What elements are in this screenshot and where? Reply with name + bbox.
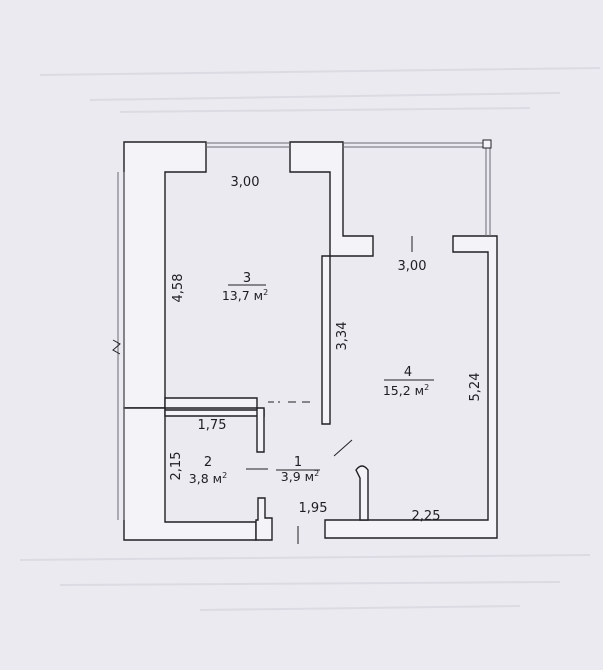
room2-area: 3,8 м2 xyxy=(189,471,227,486)
dim-room4-partition: 3,34 xyxy=(335,322,350,351)
dim-room4-width: 3,00 xyxy=(398,259,427,274)
windows xyxy=(112,139,492,520)
wall-partition-middle xyxy=(321,255,331,425)
dim-room3-length: 4,58 xyxy=(171,274,186,303)
room4-number: 4 xyxy=(404,365,412,380)
dim-room3-width: 3,00 xyxy=(231,175,260,190)
room3-number: 3 xyxy=(243,271,251,286)
door-room4-swing xyxy=(333,439,353,457)
door-markers xyxy=(228,236,434,544)
dim-room4-length: 5,24 xyxy=(468,373,483,402)
dim-room2-length: 2,15 xyxy=(169,452,184,481)
wall-room2-top xyxy=(164,409,265,417)
window-corner-post xyxy=(482,139,492,149)
wall-pier-bottom xyxy=(255,497,273,541)
wall-left xyxy=(123,141,207,409)
wall-right xyxy=(324,235,498,539)
dimension-labels: 3,00 4,58 3,00 3,34 5,24 1,75 2,15 1,95 … xyxy=(169,175,483,524)
wall-stub-room4 xyxy=(355,465,369,521)
wall-room2-right xyxy=(256,407,265,453)
room-labels: 3 13,7 м2 4 15,2 м2 2 3,8 м2 1 3,9 м2 xyxy=(189,271,429,486)
wall-middle-top xyxy=(289,141,374,257)
background-texture xyxy=(19,67,601,611)
room1-number: 1 xyxy=(294,455,302,470)
dim-hall-width: 1,95 xyxy=(299,501,328,516)
room2-number: 2 xyxy=(204,455,212,470)
walls xyxy=(123,141,498,541)
room3-area: 13,7 м2 xyxy=(222,288,268,303)
window-left-break xyxy=(112,339,121,355)
dim-room4-bottom: 2,25 xyxy=(412,509,441,524)
room1-area: 3,9 м2 xyxy=(281,469,319,484)
room4-area: 15,2 м2 xyxy=(383,383,429,398)
dim-room2-width: 1,75 xyxy=(198,418,227,433)
wall-room3-bottom xyxy=(164,397,258,409)
